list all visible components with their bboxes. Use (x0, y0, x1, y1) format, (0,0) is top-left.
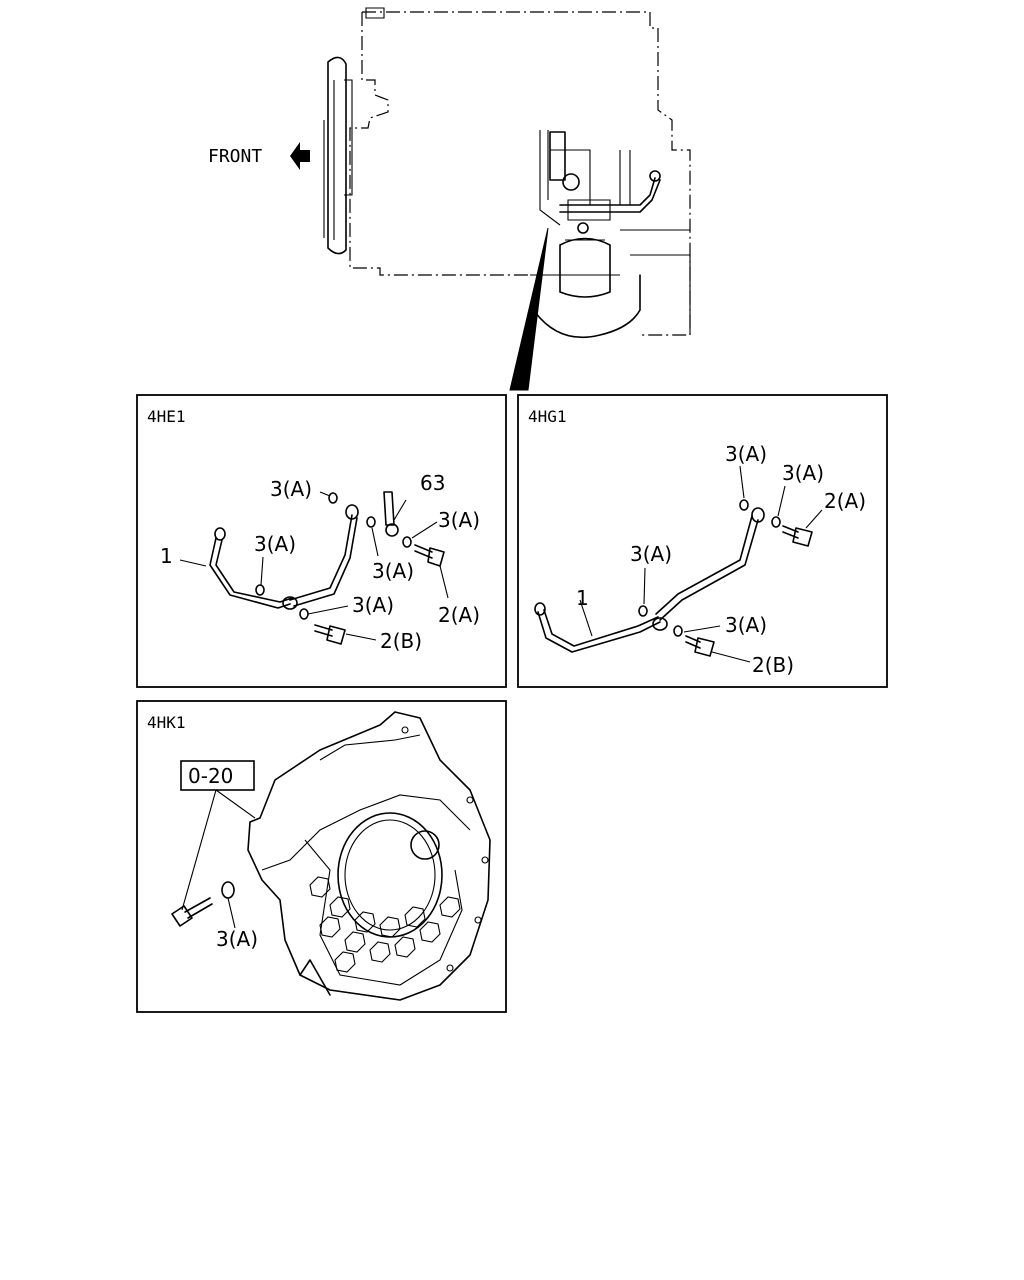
panel-title-4hk1: 4HK1 (147, 713, 186, 732)
label-washer-3a: 3(A) (725, 442, 767, 466)
panel-title-4he1: 4HE1 (147, 407, 186, 426)
label-washer-3a: 3(A) (438, 508, 480, 532)
label-washer-3a: 3(A) (352, 593, 394, 617)
label-washer-3a: 3(A) (216, 927, 258, 951)
panel-title-4hg1: 4HG1 (528, 407, 567, 426)
panel-4he1 (136, 394, 507, 688)
ref-box-label: 0-20 (188, 764, 233, 788)
label-washer-3a: 3(A) (254, 532, 296, 556)
panel-4hg1 (517, 394, 888, 688)
label-washer-3a: 3(A) (270, 477, 312, 501)
label-pipe-1: 1 (576, 586, 589, 610)
label-washer-3a: 3(A) (782, 461, 824, 485)
panel-4hk1 (136, 700, 507, 1013)
ref-box-0-20 (180, 760, 255, 791)
label-bolt-2a: 2(A) (824, 489, 866, 513)
label-washer-3a: 3(A) (630, 542, 672, 566)
front-label: FRONT (208, 146, 262, 167)
label-bolt-2b: 2(B) (752, 653, 794, 677)
label-pipe-1: 1 (160, 544, 173, 568)
engine-overview (290, 7, 691, 391)
label-washer-3a: 3(A) (725, 613, 767, 637)
label-sensor-63: 63 (420, 471, 445, 495)
label-washer-3a: 3(A) (372, 559, 414, 583)
label-bolt-2b: 2(B) (380, 629, 422, 653)
label-bolt-2a: 2(A) (438, 603, 480, 627)
front-arrow-icon (290, 142, 310, 170)
